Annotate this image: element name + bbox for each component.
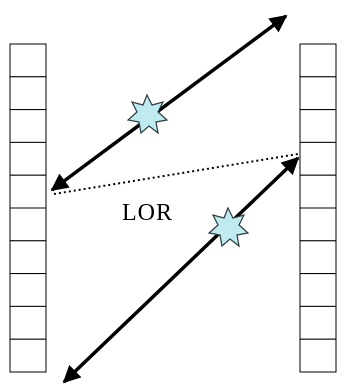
left-detector-cell: [9, 141, 47, 176]
left-detector-cell: [9, 273, 47, 307]
upper-photon-arrow: [50, 14, 288, 192]
left-detector-array: [9, 43, 47, 373]
right-detector-cell: [299, 240, 337, 275]
left-detector-cell: [9, 109, 47, 143]
left-detector-cell: [9, 207, 47, 242]
right-detector-cell: [299, 141, 337, 176]
right-detector-cell: [299, 43, 337, 78]
left-detector-cell: [9, 240, 47, 275]
right-detector-cell: [299, 174, 337, 209]
right-detector-array: [299, 43, 337, 373]
left-detector-cell: [9, 76, 47, 111]
right-detector-cell: [299, 273, 337, 307]
right-detector-cell: [299, 207, 337, 242]
lower-photon-arrow: [62, 156, 300, 384]
annihilation-star-lower: [207, 206, 250, 248]
left-detector-cell: [9, 305, 47, 340]
lor-label: LOR: [122, 200, 173, 226]
right-detector-cell: [299, 305, 337, 340]
left-detector-cell: [9, 43, 47, 78]
right-detector-cell: [299, 338, 337, 373]
right-detector-cell: [299, 76, 337, 111]
right-detector-cell: [299, 109, 337, 143]
left-detector-cell: [9, 338, 47, 373]
left-detector-cell: [9, 174, 47, 209]
annihilation-star-upper: [126, 93, 169, 135]
line-of-response: [53, 153, 299, 195]
